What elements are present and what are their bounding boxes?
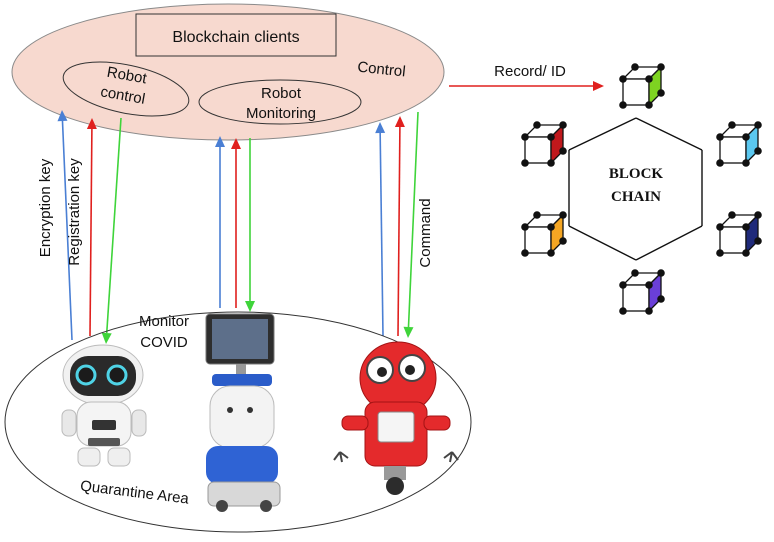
red-robot-up-arrow-blue [375,122,386,337]
cube-vertex [742,159,750,167]
quarantine-area-ellipse [4,311,472,533]
monitor-tablet-robot [205,313,281,512]
robot-control-label-line1: Robot [106,64,149,88]
cube-vertex [716,159,724,167]
control-label: Control [357,59,407,81]
cube-vertex [547,223,555,231]
blockchain-title-line2: CHAIN [611,189,661,205]
monitor-down-arrow-green [245,138,255,312]
monitor-up-arrow-red [231,138,241,308]
arrow-group [57,110,419,344]
cube-vertex [716,249,724,257]
cube-vertex [521,223,529,231]
command-label: Command [417,198,434,267]
cube-vertex [728,211,736,219]
robot-eye-left [75,364,97,386]
cube-vertex [742,249,750,257]
cube-vertex [742,133,750,141]
cube-vertex [657,63,665,71]
cube-vertex [619,75,627,83]
block-cube [521,211,567,257]
robot-monitoring-ellipse [198,79,362,125]
blockchain-title-line1: BLOCK [609,166,664,182]
cube-front-face [524,226,552,254]
monitor-up-arrow-blue [215,136,225,308]
cube-vertex [619,101,627,109]
registration-key-label: Registration key [66,158,83,266]
red-robot-up-arrow-red [394,116,405,337]
block-cube [619,269,665,315]
cube-vertex [716,133,724,141]
block-cube [619,63,665,109]
cube-vertex [754,211,762,219]
cube-vertex [754,237,762,245]
record-id-arrowhead [593,81,604,91]
cube-vertex [547,249,555,257]
cube-vertex [742,223,750,231]
cube-vertex [547,159,555,167]
monitor-covid-label-line2: COVID [140,334,188,351]
cube-vertex [559,147,567,155]
command-arrow [403,111,419,338]
cube-vertex [657,269,665,277]
cube-vertex [754,147,762,155]
robot-monitoring-label-line1: Robot [261,85,302,102]
control-command-arrow-left [101,117,122,344]
monitor-covid-label-line1: Monitor [139,313,189,330]
robot-eye-right [106,364,128,386]
cube-vertex [521,133,529,141]
cube-vertex [657,89,665,97]
cube-vertex [547,133,555,141]
cube-front-face [622,78,650,106]
cube-vertex [645,101,653,109]
chain-link [568,225,637,261]
cube-vertex [631,63,639,71]
cube-vertex [559,121,567,129]
cube-vertex [645,307,653,315]
cube-front-face [719,226,747,254]
cube-vertex [619,307,627,315]
red-robot [333,341,459,495]
block-cube [716,121,762,167]
blockchain-ring [521,63,762,315]
cube-vertex [533,121,541,129]
cube-vertex [631,269,639,277]
blockchain-clients-label: Blockchain clients [172,29,299,46]
record-id-label: Record/ ID [494,63,566,80]
cube-vertex [728,121,736,129]
robot-control-ellipse [62,61,190,117]
blockchain-clients-box [135,13,337,57]
white-companion-robot [61,344,147,467]
chain-link [568,117,637,151]
cube-vertex [645,281,653,289]
chain-link [635,225,703,261]
registration-key-arrow [86,118,97,337]
cube-vertex [521,249,529,257]
robot-monitoring-label-line2: Monitoring [246,105,316,122]
chain-link [635,117,703,151]
block-cube [716,211,762,257]
encryption-key-arrow [57,110,73,341]
cube-vertex [559,237,567,245]
cube-front-face [719,136,747,164]
encryption-key-label: Encryption key [37,158,54,257]
cube-vertex [619,281,627,289]
cube-vertex [559,211,567,219]
cube-vertex [754,121,762,129]
cube-front-face [524,136,552,164]
quarantine-area-label: Quarantine Area [79,477,190,507]
block-cube [521,121,567,167]
cube-vertex [716,223,724,231]
cube-vertex [645,75,653,83]
cube-vertex [533,211,541,219]
cube-vertex [657,295,665,303]
cube-vertex [521,159,529,167]
cube-front-face [622,284,650,312]
